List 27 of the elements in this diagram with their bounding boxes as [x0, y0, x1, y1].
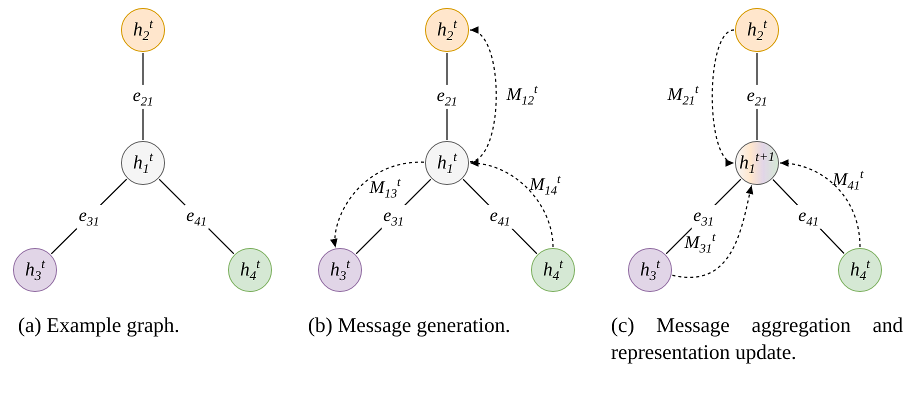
node-circle [228, 248, 272, 292]
node-circle [318, 248, 362, 292]
edge-label: e$_{31}$ [76, 204, 102, 229]
edge-label: e$_{31}$ [691, 204, 716, 229]
edge-label: e$_{41}$ [796, 204, 821, 229]
node-circle [531, 248, 575, 292]
node-circle [121, 141, 165, 185]
dashed-arrow [780, 160, 861, 248]
node-circle [735, 141, 779, 185]
edge-label: e$_{41}$ [488, 204, 512, 229]
dashed-arrow [470, 160, 554, 248]
caption: (c) Message aggregation and representation update. [611, 312, 903, 366]
node-circle [425, 141, 469, 185]
dashed-arrow [672, 185, 754, 278]
node-circle [425, 8, 469, 52]
caption: (b) Message generation. [308, 312, 512, 339]
node-circle [838, 248, 882, 292]
node-circle [121, 8, 165, 52]
dashed-arrow [712, 29, 734, 164]
edge-label: e$_{31}$ [381, 204, 406, 229]
dashed-arrow [470, 28, 497, 162]
dashed-arrow [330, 162, 424, 248]
caption: (a) Example graph. [18, 312, 181, 339]
node-circle [628, 248, 672, 292]
node-circle [735, 8, 779, 52]
node-circle [13, 248, 57, 292]
edge-label: e$_{41}$ [184, 204, 209, 229]
